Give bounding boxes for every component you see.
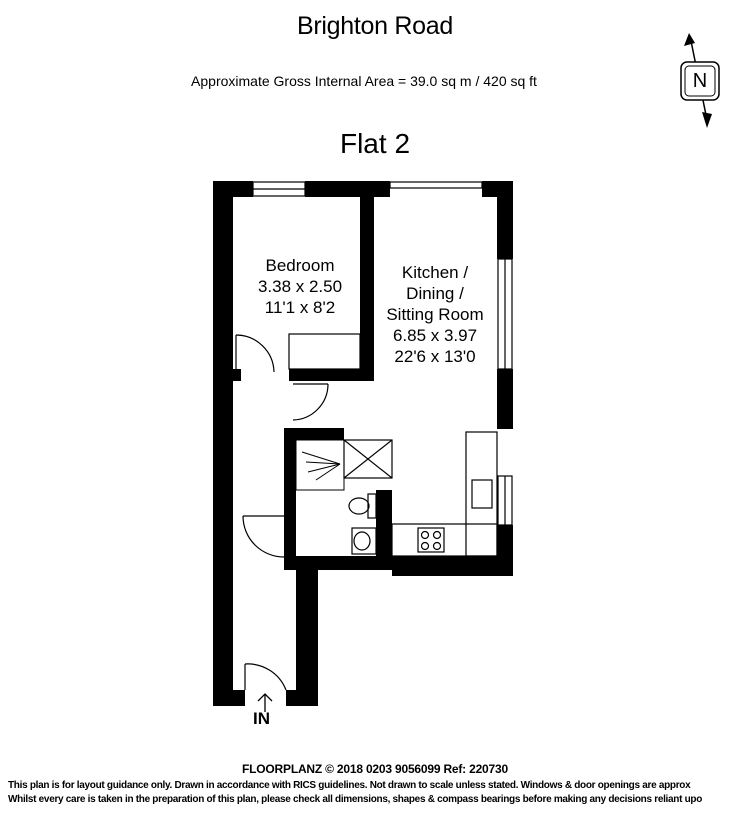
footer-disclaimer-1: This plan is for layout guidance only. D… [8,780,691,791]
kitchen-units [391,431,498,557]
footer-disclaimer-2: Whilst every care is taken in the prepar… [8,794,703,805]
windows [252,181,513,526]
plan-title: Brighton Road [297,12,453,40]
compass-north-label: N [692,70,708,92]
doors [235,334,329,691]
bedroom-label: Bedroom 3.38 x 2.50 11'1 x 8'2 [240,255,360,318]
cupboard [295,439,345,491]
bedroom-metric: 3.38 x 2.50 [257,277,343,296]
basin [351,527,377,555]
bedroom-imperial: 11'1 x 8'2 [264,298,336,317]
toilet [348,493,377,519]
kitchen-name-line3: Sitting Room [386,305,484,324]
gross-internal-area: Approximate Gross Internal Area = 39.0 s… [191,73,537,89]
entrance-label: IN [253,709,270,728]
footer-credit: FLOORPLANZ © 2018 0203 9056099 Ref: 2207… [242,762,508,776]
kitchen-label: Kitchen / Dining / Sitting Room 6.85 x 3… [375,262,495,367]
wardrobe [288,333,361,370]
compass-icon [680,33,720,128]
walls [213,181,513,706]
kitchen-metric: 6.85 x 3.97 [392,326,478,345]
shower [343,439,393,479]
bedroom-name: Bedroom [265,256,335,275]
entrance-arrow [257,693,273,712]
kitchen-imperial: 22'6 x 13'0 [394,347,476,366]
kitchen-name-line2: Dining / [406,284,464,303]
kitchen-name-line1: Kitchen / [401,263,469,282]
flat-name: Flat 2 [339,128,411,159]
